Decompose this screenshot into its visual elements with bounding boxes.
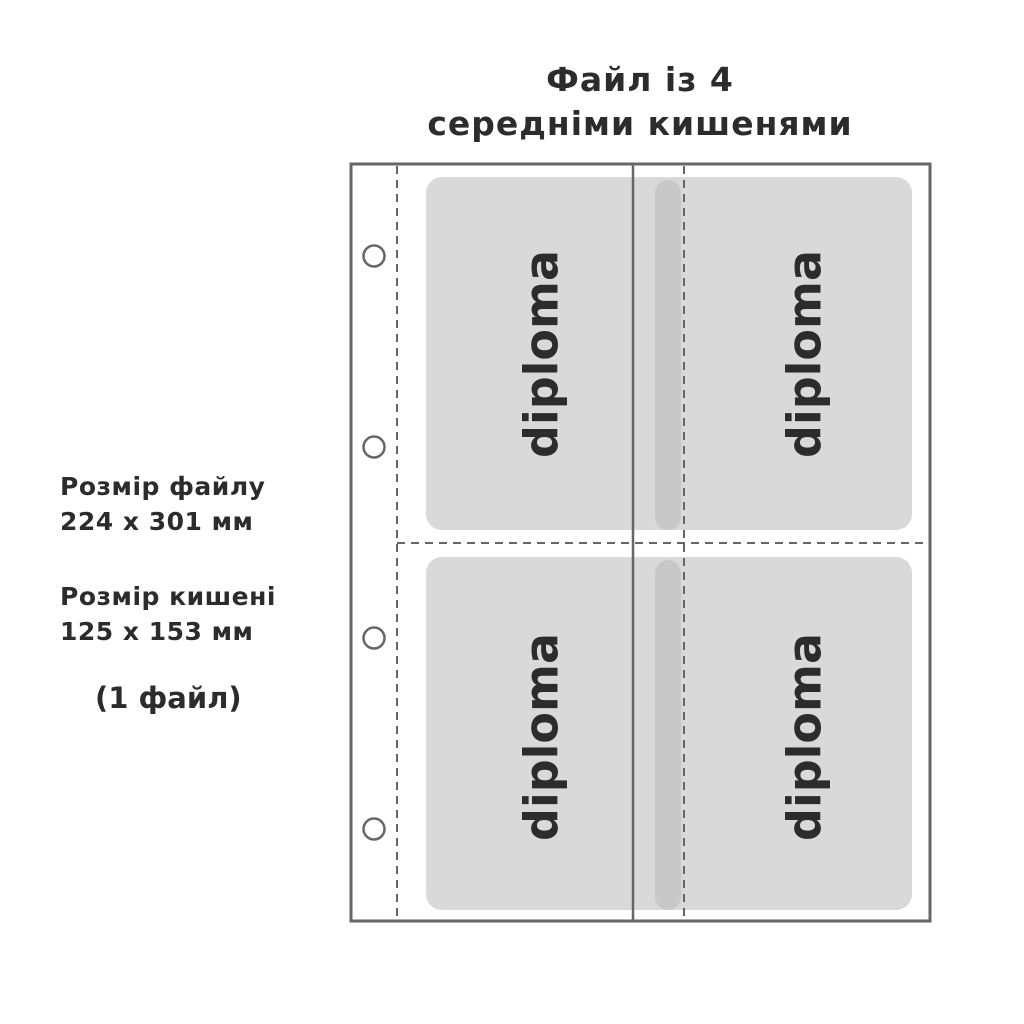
pocket-label-bottom-left: diploma — [515, 633, 569, 841]
pocket-overlap-bottom — [655, 560, 681, 910]
file-size-info: Розмір файлу 224 x 301 мм — [60, 469, 265, 539]
punch-hole-icon — [362, 435, 386, 459]
diagram-title: Файл із 4 середніми кишенями — [340, 58, 940, 146]
pocket-overlap-top — [655, 180, 681, 530]
pocket-size-value: 125 x 153 мм — [60, 617, 254, 646]
file-size-label: Розмір файлу — [60, 472, 266, 501]
pocket-label-bottom-right: diploma — [778, 633, 832, 841]
title-line-2: середніми кишенями — [427, 104, 853, 143]
punch-hole-icon — [362, 244, 386, 268]
sheet-frame — [349, 162, 932, 923]
pocket-bottom-right — [656, 557, 912, 910]
file-size-value: 224 x 301 мм — [60, 507, 254, 536]
pocket-label-top-right: diploma — [778, 250, 832, 458]
pocket-top-left — [426, 177, 680, 530]
punch-hole-icon — [362, 626, 386, 650]
punch-hole-icon — [362, 817, 386, 841]
pocket-size-label: Розмір кишені — [60, 582, 276, 611]
pocket-size-info: Розмір кишені 125 x 153 мм — [60, 579, 276, 649]
title-line-1: Файл із 4 — [546, 60, 734, 99]
pocket-bottom-left — [426, 557, 680, 910]
quantity-note: (1 файл) — [95, 681, 242, 715]
pocket-top-right — [656, 177, 912, 530]
pocket-label-top-left: diploma — [515, 250, 569, 458]
